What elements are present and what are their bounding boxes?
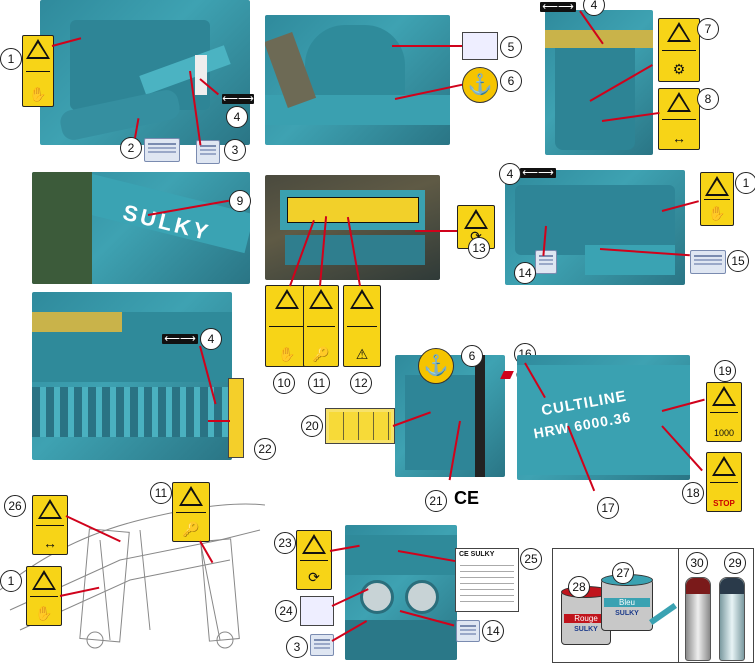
warning-decal-crush: ✋ [26, 566, 62, 626]
photo-model-badge: CULTILINE HRW 6000.36 [517, 355, 690, 480]
callout-1: 1 [0, 48, 22, 70]
callout-6: 6 [500, 70, 522, 92]
callout-25: 25 [520, 548, 542, 570]
instruction-decal [196, 140, 220, 164]
callout-26: 26 [4, 495, 26, 517]
callout-22: 22 [254, 438, 276, 460]
callout-24: 24 [275, 600, 297, 622]
photo-control-box [395, 355, 505, 477]
callout-14: 14 [514, 262, 536, 284]
callout-4: 4 [200, 328, 222, 350]
callout-21: 21 [425, 490, 447, 512]
callout-28: 28 [568, 576, 590, 598]
paint-red-label: Rouge [564, 614, 608, 623]
callout-5: 5 [500, 36, 522, 58]
paint-can-blue: Bleu SULKY [601, 574, 653, 631]
warning-decal-rotating-parts: ⟳ [457, 205, 495, 249]
photo-hitch-front [545, 10, 653, 155]
paint-brush-icon [648, 602, 678, 626]
instruction-decal [535, 250, 557, 274]
warning-decal-crush-roller: ✋ [265, 285, 309, 367]
callout-12: 12 [350, 372, 372, 394]
spray-can-blue [719, 577, 745, 661]
callout-3: 3 [286, 636, 308, 658]
instruction-decal [310, 634, 334, 656]
rotation-arrow-decal: ⟵⟶ [162, 334, 198, 345]
leader-line [208, 420, 230, 422]
warning-decal-key: 🔑 [303, 285, 339, 367]
rotation-arrow-decal: ⟵⟶ [540, 2, 576, 13]
callout-8: 8 [697, 88, 719, 110]
paint-brand-label: SULKY [615, 610, 639, 617]
warning-decal-speed-1000: 1000 [706, 382, 742, 442]
photo-rotor-rear [32, 292, 232, 460]
rotation-arrow-decal: ⟵⟶ [222, 93, 254, 105]
warning-decal-crush: ✋ [22, 35, 54, 107]
callout-3: 3 [224, 139, 246, 161]
callout-13: 13 [468, 237, 490, 259]
callout-4: 4 [583, 0, 605, 16]
callout-14: 14 [482, 620, 504, 642]
lifting-hook-decal: ⚓ [418, 348, 454, 384]
callout-20: 20 [301, 415, 323, 437]
rotation-arrow-decal: ⟵⟶ [520, 168, 556, 179]
instruction-decal [456, 620, 480, 642]
lifting-hook-decal: ⚓ [462, 67, 498, 103]
document-title: CE SULKY [459, 551, 495, 558]
warning-decal-distance: ↔ [658, 88, 700, 150]
identification-plate-decal [144, 138, 180, 162]
reflector-strip-decal [228, 378, 244, 458]
callout-4: 4 [226, 106, 248, 128]
callout-1: 1 [735, 172, 755, 194]
warning-decal-key: 🔑 [172, 482, 210, 542]
callout-30: 30 [686, 552, 708, 574]
ce-declaration-document: CE SULKY [455, 548, 519, 612]
photo-top-gearbox [345, 525, 457, 660]
callout-10: 10 [273, 372, 295, 394]
callout-23: 23 [274, 532, 296, 554]
callout-6: 6 [461, 345, 483, 367]
photo-sulky-arm: SULKY [32, 172, 250, 284]
identification-plate-decal [690, 250, 726, 274]
callout-29: 29 [724, 552, 746, 574]
ce-mark: CE [454, 488, 480, 508]
callout-9: 9 [229, 190, 251, 212]
warning-decal-distance: ↔ [32, 495, 68, 555]
callout-18: 18 [682, 482, 704, 504]
hitch-sketch-svg [0, 503, 265, 649]
photo-gearbox-side [265, 15, 450, 145]
paint-blue-label: Bleu [604, 598, 650, 607]
hand-crush-icon: ✋ [29, 86, 47, 102]
warning-decal-rotating-parts: ⟳ [296, 530, 332, 590]
callout-2: 2 [120, 137, 142, 159]
warning-decal-entanglement: ⚙ [658, 18, 700, 82]
paint-products-box: Rouge SULKY Bleu SULKY [552, 548, 754, 663]
spray-can-red [685, 577, 711, 661]
callout-15: 15 [727, 250, 749, 272]
warning-decal-crush: ✋ [700, 172, 734, 226]
callout-4: 4 [499, 163, 521, 185]
callout-27: 27 [612, 562, 634, 584]
paint-brand-label: SULKY [574, 626, 598, 633]
warning-decal-hydraulic: ⚠ [343, 285, 381, 367]
photo-decal-panel [265, 175, 440, 280]
photo-rear-left-frame [40, 0, 250, 145]
stop-label: STOP [713, 499, 735, 508]
safety-instructions-decal [325, 408, 395, 444]
leader-line [415, 230, 457, 232]
callout-19: 19 [714, 360, 736, 382]
leader-line [392, 45, 462, 47]
lubrication-decal [300, 596, 334, 626]
oil-decal [462, 32, 498, 60]
callout-17: 17 [597, 497, 619, 519]
callout-7: 7 [697, 18, 719, 40]
callout-1: 1 [0, 570, 22, 592]
warning-decal-stop-rotor: STOP [706, 452, 742, 512]
callout-11: 11 [150, 482, 172, 504]
callout-11: 11 [308, 372, 330, 394]
speed-label: 1000 [713, 428, 735, 438]
